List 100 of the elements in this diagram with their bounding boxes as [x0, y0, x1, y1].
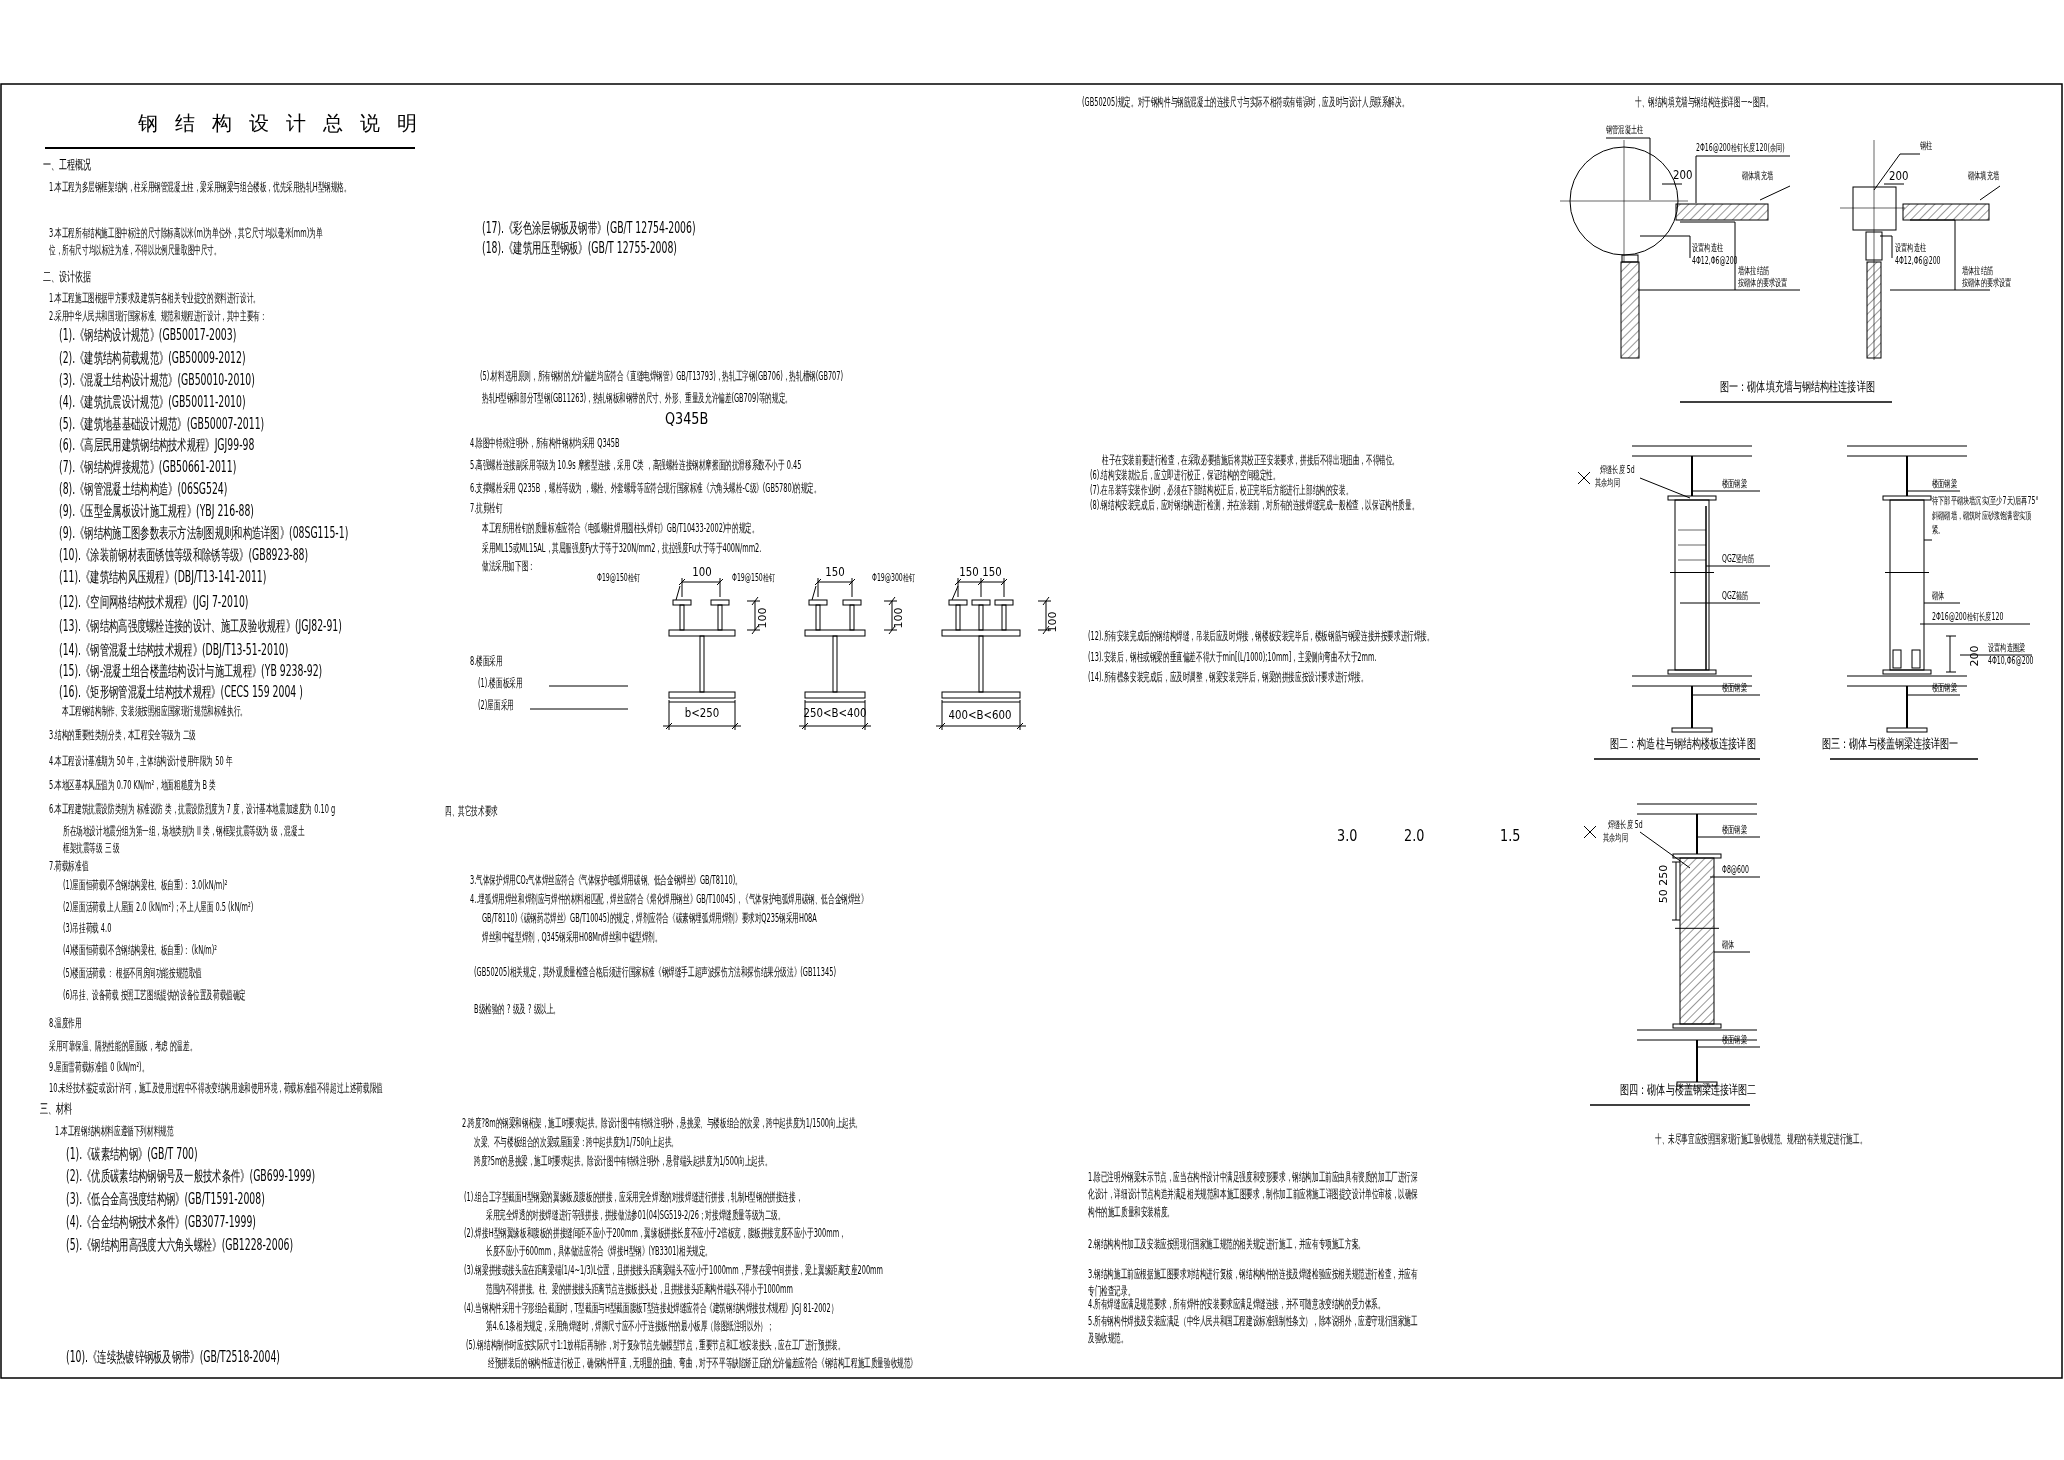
dimension-text: 150	[959, 565, 979, 580]
value-text: 3.0	[1337, 827, 1358, 846]
value-text: 2.0	[1404, 827, 1425, 846]
figure-caption: 图二：构造柱与钢结构楼板连接详图	[1610, 737, 1756, 753]
standard-reference: (12).《空间网格结构技术规程》(JGJ 7-2010)	[59, 594, 249, 612]
standard-reference: (3).《低合金高强度结构钢》(GB/T1591-2008)	[66, 1191, 265, 1209]
callout-label: QGZ竖向筋	[1722, 553, 1755, 565]
standard-reference: (1).《钢结构设计规范》(GB50017-2003)	[59, 327, 237, 345]
note-text: 柱子在安装前要进行检查，在采取必要措施后将其校正至安装要求，拼接后不得出现扭曲，不得错位。	[1102, 453, 1399, 468]
note-text: 十、钢结构填充墙与钢结构连接详图一~图四。	[1635, 95, 1773, 110]
figure-caption: 图四：砌体与楼盖钢梁连接详图二	[1620, 1083, 1757, 1099]
note-text: (5)楼面活荷载 ： 根据不同房间功能按规范取值	[63, 966, 202, 981]
note-text: 范围内不得拼接。柱、梁的拼接接头距离节点连接板接头处，且拼接接头距离构件端头不得小于1000mm	[486, 1282, 793, 1297]
callout-label: Φ19@150栓钉	[597, 572, 641, 584]
standard-reference: (4).《合金结构钢技术条件》(GB3077-1999)	[66, 1214, 256, 1232]
standard-reference: (11).《建筑结构风压规程》(DBJ/T13-141-2011)	[59, 569, 267, 587]
note-text: 8.楼面采用	[470, 654, 503, 669]
note-text: (3).钢梁拼接或接头应在距离梁端(1/4~1/3)L位置，且拼接接头距离梁端头不应小于1000mm，严禁在梁中间拼接，梁上翼缘距离支座200mm	[464, 1263, 883, 1278]
note-text: 5.本地区基本风压值为 0.70 KN/m²，地面粗糙度为 B 类	[49, 778, 216, 793]
callout-label: 4Φ12,Φ6@200	[1895, 255, 1941, 267]
callout-label: 2Φ16@200栓钉长度120(余同)	[1696, 142, 1785, 154]
note-text: 所在场地设计地震分组为第一组，场地类别为 II 类，钢框架抗震等级为 级，混凝土	[63, 824, 305, 839]
callout-label: 楼面钢梁	[1932, 478, 1957, 490]
note-text: 6.本工程建筑抗震设防类别为 标准设防 类，抗震设防烈度为 7 度，设计基本地震加速度为 0.10 g	[49, 802, 336, 817]
note-text: (GB50205)规定。对于钢构件与钢筋混凝土的连接尺寸与实际不相符或有错误时，应及时与设计人员联系解决。	[1082, 95, 1409, 110]
note-text: 采用可靠保温、隔热性能的屋面板，考虑 的温差。	[49, 1039, 197, 1054]
note-text: (5).钢结构制作时应按实际尺寸1:1放样后再制作，对于复杂节点先做模型节点，重要节点和工地安装接头，应在工厂进行预拼装。	[466, 1338, 845, 1353]
callout-label: Φ8@600	[1722, 864, 1749, 876]
note-text: 4.本工程设计基准期为 50 年，主体结构设计使用年限为 50 年	[49, 754, 233, 769]
note-text: 经预拼装后的钢构件应进行校正，确保构件平直，无明显的扭曲、弯曲，对于不平等缺陷矫正后的允许偏差应符合《钢结构工程施工质量验收规范》	[488, 1356, 917, 1371]
dimension-text: 50 250	[1657, 864, 1671, 904]
note-text: 8.温度作用	[49, 1016, 82, 1031]
standard-reference: (2).《优质碳素结构钢钢号及一般技术条件》(GB699-1999)	[66, 1168, 316, 1186]
callout-label: 楼面钢梁	[1722, 1034, 1747, 1046]
note-text: (12).所有安装完成后的钢结构焊缝，吊装后应及时焊接，钢楼板安装完毕后，楼板钢筋与钢梁连接并按要求进行焊接。	[1088, 629, 1434, 644]
callout-label: 4Φ10,Φ6@200	[1988, 655, 2034, 667]
dimension-text: 200	[1968, 645, 1982, 667]
note-text: (1)屋面恒荷载(不含钢结构梁柱、板自重)： 3.0(kN/m)²	[63, 878, 228, 893]
callout-label: 楼面钢梁	[1722, 682, 1747, 694]
note-text: (8).钢结构安装完成后，应对钢结构进行检测，并在涂装前，对所有的连接焊缝完成一般检查，以保证构件质量。	[1090, 498, 1419, 513]
note-text: (5).材料选用原则，所有钢材的允许偏差均应符合《直缝电焊钢管》GB/T13793)，热轧工字钢(GB706)，热轧槽钢(GB707)	[480, 369, 844, 384]
note-text: 2.跨度?8m的钢梁和钢桁架，施工时要求起拱。除设计图中有特殊注明外，悬挑梁、与楼板组合的次梁，跨中起拱度为1/1500向上起拱。	[462, 1116, 863, 1131]
section-heading: 二、设计依据	[43, 270, 92, 286]
callout-label: 设置构造柱	[1895, 242, 1926, 254]
callout-label: 设置构造柱	[1692, 242, 1723, 254]
note-text: 3.结构的重要性类别分类，本工程安全等级为 二级	[49, 728, 196, 743]
note-text: 7.荷载标准值	[49, 859, 89, 874]
note-text: 采用完全焊透的对接焊缝进行等强拼接，拼接做法参01(04)SG519-2/26；对接焊缝质量等级为二级。	[486, 1208, 785, 1223]
standard-reference: (10).《连续热镀锌钢板及钢带》(GB/T2518-2004)	[66, 1349, 280, 1367]
standard-reference: (2).《建筑结构荷载规范》(GB50009-2012)	[59, 350, 246, 368]
value-text: 1.5	[1500, 827, 1521, 846]
note-text: 十、未尽事宜应按照国家现行施工验收规范、规程的有关规定进行施工。	[1655, 1132, 1867, 1147]
note-text: 10.未经技术鉴定或设计许可，施工及使用过程中不得改变结构用途和使用环境，荷载标准值不得超过上述荷载限值	[49, 1081, 383, 1096]
section-heading: 三、材料	[40, 1102, 73, 1118]
callout-label: 砌体	[1932, 590, 1945, 602]
dimension-text: 100	[756, 607, 770, 629]
note-text: 2.钢结构构件加工及安装应按照现行国家施工规范的相关规定进行施工，并应有专项施工方案。	[1088, 1235, 1366, 1253]
callout-label: 楼面钢梁	[1722, 824, 1747, 836]
standard-reference: (17).《彩色涂层钢板及钢带》(GB/T 12754-2006)	[482, 220, 696, 238]
note-text: (14).所有檩条安装完成后，应及时调整，钢梁安装完毕后，钢梁的拼接应按设计要求进行焊接。	[1088, 670, 1368, 685]
standard-reference: (13).《钢结构高强度螺栓连接的设计、施工及验收规程》(JGJ82-91)	[59, 618, 342, 636]
note-text: 5.所有钢构件焊接及安装应满足（中华人民共和国工程建设标准强制性条文），除本说明外，应遵守现行国家施工及验收规范。	[1088, 1312, 1419, 1348]
standard-reference: (15).《钢-混凝土组合楼盖结构设计与施工规程》(YB 9238-92)	[59, 663, 323, 681]
note-text: 7.抗剪栓钉	[470, 501, 503, 516]
note-text: 3.钢结构施工前应根据施工图要求对结构进行复核，钢结构构件的连接及焊缝检验应按相关规范进行检查，并应有专门检查记录。	[1088, 1265, 1419, 1299]
standard-reference: (16).《矩形钢管混凝土结构技术规程》(CECS 159 2004 )	[59, 684, 303, 702]
note-text: (2)屋面活荷载 上人屋面 2.0 (kN/m²)；不上人屋面 0.5 (kN/m²)	[63, 900, 254, 915]
note-text: 次梁、不与楼板组合的次梁或屋面梁：跨中起拱度为1/750向上起拱。	[474, 1135, 678, 1150]
note-text: 本工程所用栓钉的质量标准应符合《电弧螺柱焊用圆柱头焊钉》GB/T10433-2002)中的规定。	[482, 521, 759, 536]
standard-reference: (7).《钢结构焊接规范》(GB50661-2011)	[59, 459, 237, 477]
callout-label: 按砌体的要求设置	[1738, 277, 1788, 289]
standard-reference: (3).《混凝土结构设计规范》(GB50010-2010)	[59, 372, 255, 390]
note-text: (GB50205)相关规定，其外观质量检查合格后须进行国家标准《钢焊缝手工超声波探伤方法和探伤结果分级法》(GB11345)	[474, 965, 836, 980]
callout-label: Φ19@300栓钉	[872, 572, 916, 584]
standard-reference: (5).《钢结构用高强度大六角头螺栓》(GB1228-2006)	[66, 1237, 294, 1255]
note-text: (6).结构安装就位后，应立即进行校正，保证结构的空间稳定性。	[1090, 468, 1280, 483]
note-text: 3.本工程所有结构施工图中标注的尺寸除标高以米(m)为单位外，其它尺寸均以毫米(mm)为单位，所有尺寸均以标注为准，不得以比例尺量取图中尺寸。	[49, 224, 324, 260]
standard-reference: (1).《碳素结构钢》(GB/T 700)	[66, 1146, 198, 1164]
note-text: (4).当钢构件采用十字形组合截面时，T型截面与H型截面腹板T型连接处焊缝应符合《建筑钢结构焊接技术规程》JGJ 81-2002）	[464, 1301, 838, 1316]
callout-label: 2Φ16@200栓钉长度120	[1932, 611, 2004, 623]
callout-label: 砌体填充墙	[1742, 170, 1773, 182]
figure-caption: 图三：砌体与楼盖钢梁连接详图一	[1822, 737, 1959, 753]
note-text: 采用ML15或ML15AL，其屈服强度Fy大于等于320N/mm2，抗拉强度Fu大于等于400N/mm2.	[482, 541, 762, 556]
standard-reference: (10).《涂装前钢材表面锈蚀等级和除锈等级》(GB8923-88)	[59, 547, 309, 565]
note-text: (4)楼面恒荷载(不含钢结构梁柱、板自重)： (kN/m)²	[63, 943, 217, 958]
note-text: 4.所有焊缝应满足规范要求，所有焊件的安装要求应满足焊缝连接，并不可随意改变结构的受力体系。	[1088, 1296, 1386, 1313]
note-text: 1.除已注明外钢梁未示节点，应当在构件设计中满足强度和变形要求，钢结构加工前应由具有资质的加工厂进行深化设计，详细设计节点构造并满足相关规范和本施工图要求，制作加工前应将施工详图提交设计单位审核，以确保构件的施工质量和安装精度。	[1088, 1168, 1419, 1221]
note-text: 4.除图中特殊注明外，所有构件钢材均采用 Q345B	[470, 436, 620, 451]
callout-label: 焊缝长度 5d	[1608, 819, 1643, 831]
dimension-text: 100	[892, 607, 906, 629]
dimension-text: 150	[825, 565, 845, 580]
note-text: 本工程钢结构制作、安装须按照相应国家现行规范和标准执行。	[62, 704, 247, 719]
note-text: 5.高强螺栓连接副采用等级为 10.9s 摩擦型连接，采用 C类 ，高强螺栓连接钢材摩擦面的抗滑移系数不小于 0.45	[470, 458, 802, 473]
callout-label: 其余均同	[1603, 832, 1628, 844]
dimension-text: 200	[1889, 169, 1909, 184]
note-text: (3)吊挂荷载 4.0	[63, 921, 112, 936]
dimension-text: b<250	[684, 706, 720, 721]
standard-reference: (14).《钢管混凝土结构技术规程》(DBJ/T13-51-2010)	[59, 642, 289, 660]
standard-reference: (9).《压型金属板设计施工规程》(YBJ 216-88)	[59, 503, 254, 521]
standard-reference: (18).《建筑用压型钢板》(GB/T 12755-2008)	[482, 240, 677, 258]
